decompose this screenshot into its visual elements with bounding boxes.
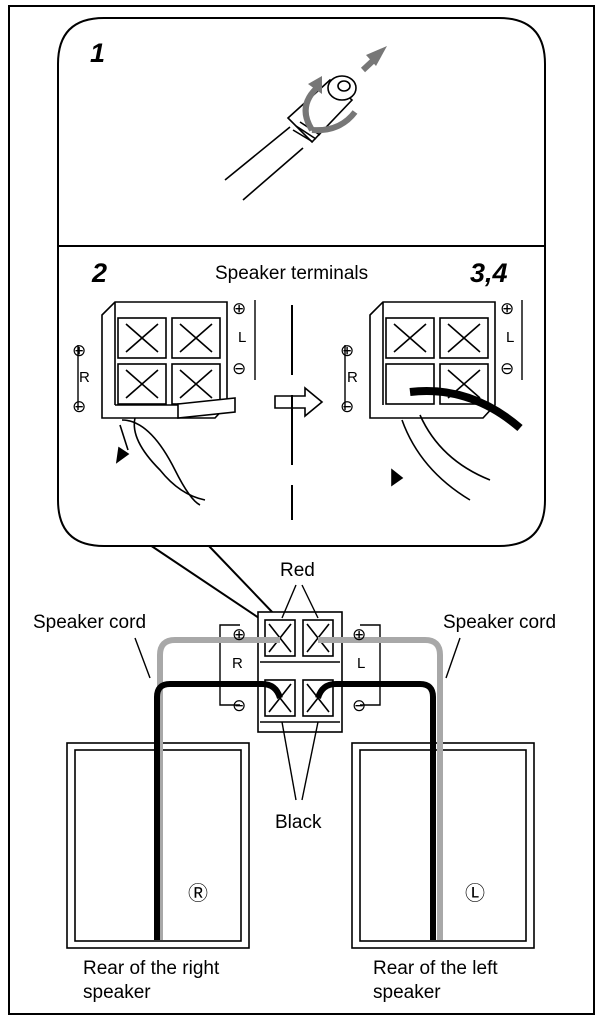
panel-right-plus-l: ⊕ <box>500 299 515 319</box>
rear-left-line1: Rear of the left <box>373 958 498 979</box>
terminal-block-pressed <box>101 301 236 506</box>
speaker-cord-left-label: Speaker cord <box>33 612 147 633</box>
panel-right-minus-l: ⊖ <box>500 359 515 379</box>
panel-right-minus: ⊖ <box>340 397 355 417</box>
cable-twist-illustration <box>224 46 387 201</box>
main-l: L <box>357 655 366 672</box>
main-plus-l: ⊕ <box>352 625 367 645</box>
step-1-number: 1 <box>90 38 106 68</box>
speaker-cord-right-label: Speaker cord <box>443 612 557 633</box>
terminal-block-inserted <box>369 301 523 501</box>
black-label: Black <box>275 812 322 833</box>
panel-left-r: R <box>79 369 90 386</box>
red-label: Red <box>280 560 315 581</box>
panel-polarity-brackets <box>77 300 523 410</box>
panel-left-minus-l: ⊖ <box>232 359 247 379</box>
main-polarity-brackets <box>219 624 381 706</box>
rear-right-line2: speaker <box>83 982 151 1003</box>
panel-right-plus: ⊕ <box>340 341 355 361</box>
step-2-number: 2 <box>92 258 108 288</box>
panel-right-r: R <box>347 369 358 386</box>
rear-left-line2: speaker <box>373 982 441 1003</box>
main-minus-l: ⊖ <box>352 696 367 716</box>
callout-pointer <box>149 544 277 622</box>
black-cord-left <box>315 681 436 940</box>
speaker-left-mark: Ⓛ <box>465 881 485 905</box>
main-r: R <box>232 655 243 672</box>
pointer-lines <box>134 584 461 801</box>
main-minus-r: ⊖ <box>232 696 247 716</box>
next-step-arrow <box>274 386 324 418</box>
main-plus-r: ⊕ <box>232 625 247 645</box>
step-34-number: 3,4 <box>470 258 508 288</box>
panel-left-plus-l: ⊕ <box>232 299 247 319</box>
panel-left-minus: ⊖ <box>72 397 87 417</box>
red-cord-right <box>157 637 280 940</box>
panel-right-l: L <box>506 329 515 346</box>
red-cord-left <box>318 637 443 940</box>
black-cord-right <box>154 681 283 940</box>
main-terminal-block <box>257 611 343 733</box>
page-border <box>8 5 595 1015</box>
panel-left-l: L <box>238 329 247 346</box>
speaker-right-mark: Ⓡ <box>188 881 208 905</box>
speaker-terminals-label: Speaker terminals <box>215 263 369 284</box>
panel-left-plus: ⊕ <box>72 341 87 361</box>
rear-right-line1: Rear of the right <box>83 958 220 979</box>
